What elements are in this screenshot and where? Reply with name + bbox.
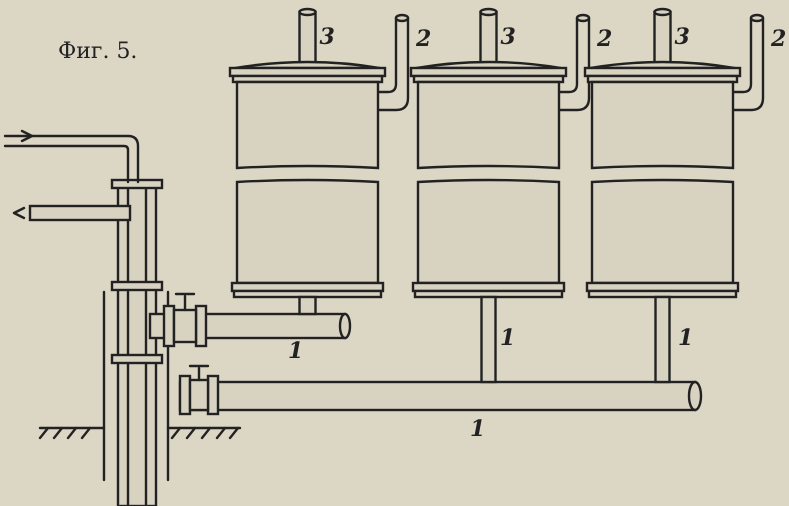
outlet-pipe xyxy=(12,204,132,222)
pipe-label-1: 1 xyxy=(288,338,303,364)
pipe-label-1: 1 xyxy=(678,325,693,351)
inlet-arrow-icon xyxy=(20,129,34,143)
middle-pipe xyxy=(148,292,352,348)
outlet-arrow-icon xyxy=(12,206,26,220)
side-pipe xyxy=(557,16,591,112)
side-pipe xyxy=(376,16,410,112)
figure-title: Фиг. 5. xyxy=(58,39,137,64)
side-pipe-label: 2 xyxy=(596,26,612,52)
drain-pipe xyxy=(654,295,671,384)
side-pipe xyxy=(731,16,765,112)
top-pipe xyxy=(298,10,317,66)
ground-hatching xyxy=(38,426,242,440)
lower-pipe xyxy=(178,364,703,416)
side-pipe-label: 2 xyxy=(415,26,431,52)
top-pipe xyxy=(653,10,672,66)
pipe-label-1: 1 xyxy=(500,325,515,351)
tank-bottom-flange xyxy=(411,281,566,293)
vertical-column xyxy=(102,178,170,506)
top-pipe-label: 3 xyxy=(675,24,690,50)
tank-bottom-flange xyxy=(230,281,385,293)
drain-pipe xyxy=(480,295,497,384)
inlet-pipe xyxy=(3,129,140,184)
top-pipe xyxy=(479,10,498,66)
top-pipe-label: 3 xyxy=(501,24,516,50)
tank-bottom-flange xyxy=(585,281,740,293)
side-pipe-label: 2 xyxy=(770,26,786,52)
pipe-label-1: 1 xyxy=(470,416,485,442)
top-pipe-label: 3 xyxy=(320,24,335,50)
